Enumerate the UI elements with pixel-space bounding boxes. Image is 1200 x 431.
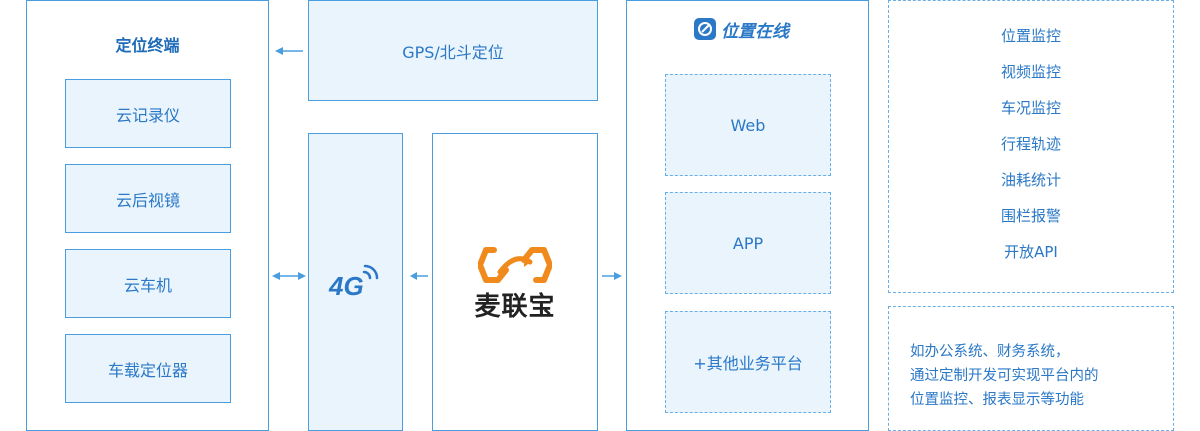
features-list: 位置监控 视频监控 车况监控 行程轨迹 油耗统计 围栏报警 开放API [888, 20, 1174, 272]
feature-fuel-statistics: 油耗统计 [1000, 171, 1061, 189]
svg-text:4G: 4G [328, 271, 364, 301]
online-logo: 位置在线 [694, 16, 814, 42]
online-logo-text: 位置在线 [721, 21, 789, 42]
network-box [308, 133, 403, 431]
feature-location-monitoring: 位置监控 [1000, 27, 1061, 45]
feature-fence-alarm: 围栏报警 [1000, 207, 1061, 225]
arrow-terminal-network-bidirectional [272, 272, 306, 280]
feature-video-monitoring: 视频监控 [1000, 63, 1061, 81]
terminal-item-cloud-recorder: 云记录仪 [65, 79, 231, 148]
arrow-platform-to-network [410, 272, 428, 280]
note-line: 通过定制开发可实现平台内的 [910, 368, 1099, 384]
feature-open-api: 开放API [1004, 243, 1058, 261]
note-line: 位置监控、报表显示等功能 [910, 392, 1084, 408]
feature-trip-track: 行程轨迹 [1000, 135, 1061, 153]
online-logo-icon [694, 18, 716, 40]
note-text: 如办公系统、财务系统， 通过定制开发可实现平台内的 位置监控、报表显示等功能 [910, 340, 1160, 412]
online-item-web: Web [665, 74, 831, 176]
terminal-title: 定位终端 [115, 36, 180, 55]
online-item-app: APP [665, 192, 831, 294]
online-item-other-platforms: +其他业务平台 [665, 311, 831, 413]
maiolianbao-logo-icon [477, 246, 553, 284]
network-4g-icon: 4G [326, 262, 386, 302]
note-panel [888, 306, 1174, 431]
gps-box: GPS/北斗定位 [308, 0, 598, 101]
note-line: 如办公系统、财务系统， [910, 344, 1070, 360]
arrow-platform-to-online [602, 272, 622, 280]
feature-vehicle-status-monitoring: 车况监控 [1000, 99, 1061, 117]
terminal-item-vehicle-locator: 车载定位器 [65, 334, 231, 403]
features-panel [888, 0, 1174, 293]
arrow-gps-to-terminal [275, 47, 303, 55]
terminal-item-cloud-car-unit: 云车机 [65, 249, 231, 318]
platform-name: 麦联宝 [474, 292, 556, 322]
terminal-item-cloud-mirror: 云后视镜 [65, 164, 231, 233]
